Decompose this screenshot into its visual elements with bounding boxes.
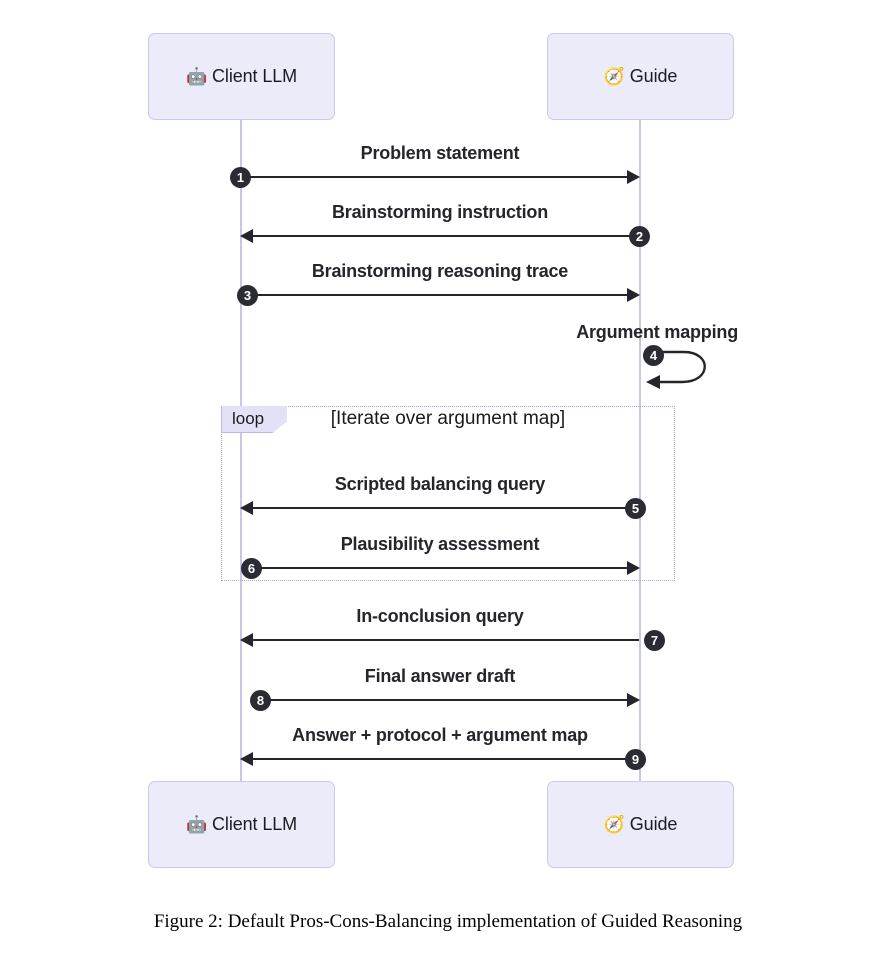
- message-arrow-8: [251, 699, 629, 701]
- sequence-badge-7: 7: [644, 630, 665, 651]
- figure-caption: Figure 2: Default Pros-Cons-Balancing im…: [153, 911, 743, 932]
- arrow-head-right-icon: [627, 170, 640, 184]
- message-label-3: Brainstorming reasoning trace: [311, 261, 569, 281]
- message-arrow-6: [251, 567, 629, 569]
- sequence-badge-6: 6: [241, 558, 262, 579]
- sequence-badge-9: 9: [625, 749, 646, 770]
- arrow-head-left-icon: [240, 752, 253, 766]
- message-label-4: Argument mapping: [576, 322, 738, 342]
- message-arrow-3: [247, 294, 629, 296]
- arrow-head-left-icon: [240, 633, 253, 647]
- self-loop-arrow-4: [646, 350, 706, 389]
- message-arrow-7: [251, 639, 639, 641]
- arrow-head-left-icon: [240, 229, 253, 243]
- participant-guide-top[interactable]: 🧭 Guide: [547, 33, 734, 120]
- loop-fragment-tag: loop: [221, 406, 287, 433]
- message-label-6: Plausibility assessment: [340, 534, 540, 554]
- sequence-badge-3: 3: [237, 285, 258, 306]
- message-arrow-1: [241, 176, 629, 178]
- lifeline-client-llm: [240, 120, 242, 781]
- sequence-badge-5: 5: [625, 498, 646, 519]
- compass-emoji: 🧭: [603, 815, 625, 834]
- lifeline-guide: [639, 120, 641, 781]
- participant-label: Guide: [629, 66, 678, 86]
- message-arrow-5: [251, 507, 629, 509]
- message-label-8: Final answer draft: [364, 666, 516, 686]
- compass-emoji: 🧭: [603, 67, 625, 86]
- message-label-2: Brainstorming instruction: [331, 202, 548, 222]
- arrow-head-left-icon: [240, 501, 253, 515]
- loop-fragment-condition: [Iterate over argument map]: [330, 408, 566, 429]
- robot-emoji: 🤖: [185, 815, 208, 834]
- participant-client-llm-top[interactable]: 🤖 Client LLM: [148, 33, 335, 120]
- sequence-badge-1: 1: [230, 167, 251, 188]
- loop-fragment-frame: [221, 406, 675, 581]
- message-label-5: Scripted balancing query: [334, 474, 546, 494]
- sequence-badge-4: 4: [643, 345, 664, 366]
- message-arrow-2: [251, 235, 639, 237]
- participant-guide-bottom[interactable]: 🧭 Guide: [547, 781, 734, 868]
- message-label-1: Problem statement: [360, 143, 520, 163]
- sequence-badge-8: 8: [250, 690, 271, 711]
- sequence-badge-2: 2: [629, 226, 650, 247]
- message-label-9: Answer + protocol + argument map: [292, 725, 588, 745]
- participant-client-llm-bottom[interactable]: 🤖 Client LLM: [148, 781, 335, 868]
- arrow-head-right-icon: [627, 561, 640, 575]
- arrow-head-right-icon: [627, 693, 640, 707]
- participant-label: Guide: [629, 814, 678, 834]
- sequence-diagram: 🤖 Client LLM 🧭 Guide 🤖 Client LLM 🧭 Guid…: [148, 33, 738, 868]
- participant-label: Client LLM: [212, 814, 298, 834]
- message-arrow-9: [251, 758, 629, 760]
- participant-label: Client LLM: [212, 66, 298, 86]
- message-label-7: In-conclusion query: [356, 606, 524, 626]
- robot-emoji: 🤖: [185, 67, 208, 86]
- arrow-head-right-icon: [627, 288, 640, 302]
